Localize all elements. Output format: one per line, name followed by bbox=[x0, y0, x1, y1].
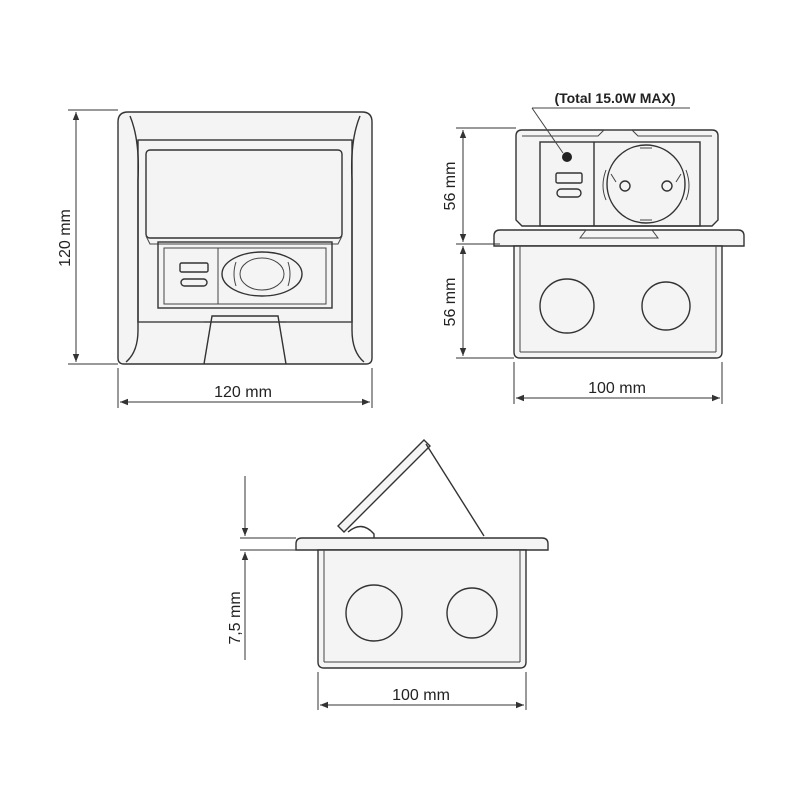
front-socket-center bbox=[239, 257, 285, 291]
side-width-label: 100 mm bbox=[588, 380, 646, 397]
open-view bbox=[295, 439, 549, 669]
side-note-leader bbox=[531, 107, 564, 154]
front-schuko-socket bbox=[221, 251, 303, 297]
open-lid bbox=[337, 439, 431, 533]
front-inner-recess bbox=[137, 139, 353, 323]
front-socket-clips bbox=[233, 261, 291, 287]
open-cable-knockout-left bbox=[345, 584, 403, 642]
side-housing bbox=[513, 245, 723, 359]
front-lid-edge bbox=[145, 235, 343, 245]
side-note-callout: (Total 15.0W MAX) bbox=[531, 90, 690, 154]
side-upper-height-label: 56 mm bbox=[442, 162, 459, 211]
open-width-label: 100 mm bbox=[392, 687, 450, 704]
side-lower-height-label: 56 mm bbox=[442, 278, 459, 327]
side-pin-hole-left bbox=[619, 180, 631, 192]
open-height-label: 7,5 mm bbox=[227, 591, 244, 644]
front-lid bbox=[145, 149, 343, 239]
side-cable-knockout-left bbox=[539, 278, 595, 334]
front-usb-a-port bbox=[179, 262, 209, 273]
front-height-label: 120 mm bbox=[57, 209, 74, 267]
open-height-dimension: 7,5 mm bbox=[227, 476, 296, 660]
side-pin-hole-right bbox=[661, 180, 673, 192]
side-schuko-socket bbox=[606, 144, 686, 224]
open-flange bbox=[295, 537, 549, 551]
open-hinge bbox=[347, 525, 375, 540]
side-height-dimensions: 56 mm 56 mm bbox=[442, 127, 516, 359]
side-width-dimension: 100 mm bbox=[513, 362, 723, 404]
open-lid-strut bbox=[425, 443, 485, 537]
open-cable-knockout-right bbox=[446, 587, 498, 639]
side-socket-rim bbox=[602, 169, 690, 201]
side-top-lid-line bbox=[522, 129, 712, 137]
open-width-dimension: 100 mm bbox=[317, 672, 527, 710]
front-bottom-tab bbox=[203, 315, 287, 365]
side-top-box bbox=[515, 129, 719, 227]
side-indicator-led bbox=[562, 152, 572, 162]
side-flange-notch bbox=[579, 229, 659, 239]
front-socket-inner bbox=[163, 247, 327, 305]
side-socket-panel bbox=[539, 141, 701, 227]
open-housing bbox=[317, 549, 527, 669]
front-width-dimension: 120 mm bbox=[117, 368, 373, 408]
front-height-dimension: 120 mm bbox=[57, 109, 118, 365]
side-cable-knockout-right bbox=[641, 281, 691, 331]
front-view bbox=[117, 111, 373, 365]
front-usb-c-port bbox=[180, 278, 208, 287]
side-usb-c-port bbox=[556, 188, 582, 198]
side-note-label: (Total 15.0W MAX) bbox=[554, 90, 675, 106]
side-usb-a-port bbox=[555, 172, 583, 184]
side-socket-earth-clips bbox=[610, 147, 682, 221]
side-view bbox=[493, 129, 745, 359]
front-width-label: 120 mm bbox=[214, 384, 272, 401]
front-socket-module bbox=[157, 241, 333, 309]
